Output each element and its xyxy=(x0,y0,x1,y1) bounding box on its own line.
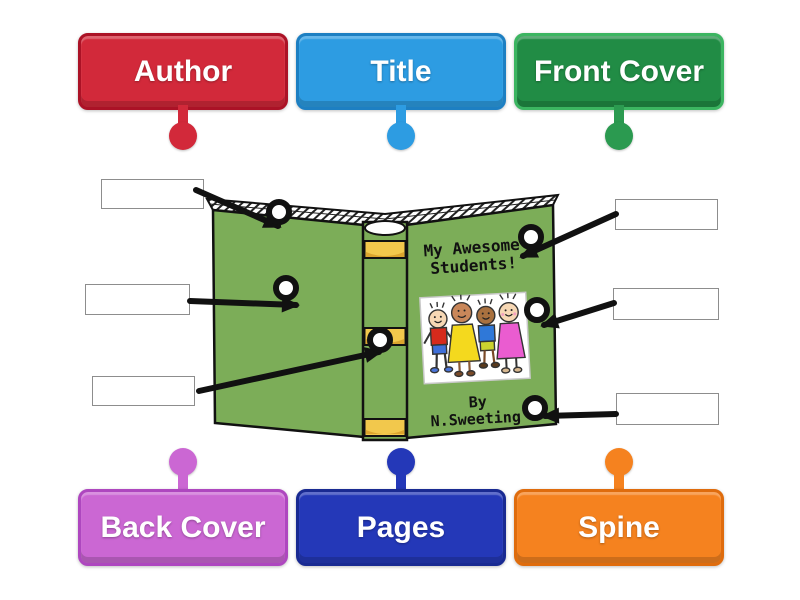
label-front-cover-stem xyxy=(614,105,624,123)
drop-zone-left-middle[interactable] xyxy=(85,284,190,315)
label-pages-stem xyxy=(396,473,406,491)
label-author-button[interactable]: Author xyxy=(78,33,288,110)
label-back-cover-knob xyxy=(169,448,197,476)
spine-top-cap xyxy=(364,220,406,236)
book-illustration: My Awesome Students! xyxy=(205,193,560,442)
drop-zone-right-middle[interactable] xyxy=(613,288,719,320)
book-byline-line1: By xyxy=(468,393,487,412)
arrow-right-bottom xyxy=(541,407,619,424)
target-marker-left-top xyxy=(266,199,292,225)
target-markers xyxy=(266,199,550,421)
spine-bands xyxy=(363,240,407,437)
book-title-line1: My Awesome xyxy=(423,235,520,261)
label-spine-button[interactable]: Spine xyxy=(514,489,724,566)
label-pages-knob xyxy=(387,448,415,476)
label-author-text: Author xyxy=(133,54,233,88)
arrow-left-middle xyxy=(187,296,300,313)
drop-zone-left-bottom[interactable] xyxy=(92,376,195,406)
target-marker-left-bottom xyxy=(367,327,393,353)
arrow-right-middle xyxy=(540,300,617,329)
target-marker-right-bottom xyxy=(522,395,548,421)
label-author-stem xyxy=(178,105,188,123)
label-front-cover-button[interactable]: Front Cover xyxy=(514,33,724,110)
drop-zone-left-top[interactable] xyxy=(101,179,204,209)
drop-zone-right-top[interactable] xyxy=(615,199,718,230)
label-author-knob xyxy=(169,122,197,150)
label-title-stem xyxy=(396,105,406,123)
label-front-cover-knob xyxy=(605,122,633,150)
label-front-cover-text: Front Cover xyxy=(533,54,704,88)
target-marker-left-middle xyxy=(273,275,299,301)
target-marker-right-top xyxy=(518,224,544,250)
spine-shape xyxy=(361,220,409,442)
arrow-left-top xyxy=(193,187,282,229)
label-spine-knob xyxy=(605,448,633,476)
kids-illustration xyxy=(419,291,531,385)
book-byline-line2: N.Sweeting xyxy=(430,408,521,431)
book-title-line2: Students! xyxy=(430,253,518,278)
label-back-cover-stem xyxy=(178,473,188,491)
front-cover-shape xyxy=(404,203,558,440)
target-marker-right-middle xyxy=(524,297,550,323)
label-title-button[interactable]: Title xyxy=(296,33,506,110)
label-back-cover-button[interactable]: Back Cover xyxy=(78,489,288,566)
drop-zone-right-bottom[interactable] xyxy=(616,393,719,425)
label-title-text: Title xyxy=(370,54,432,88)
label-spine-text: Spine xyxy=(578,510,660,544)
arrow-right-top xyxy=(519,211,619,259)
back-cover-shape xyxy=(211,208,366,439)
label-back-cover-text: Back Cover xyxy=(100,510,266,544)
label-title-knob xyxy=(387,122,415,150)
label-pages-text: Pages xyxy=(356,510,446,544)
arrow-left-bottom xyxy=(196,347,383,394)
pointer-arrows xyxy=(187,187,619,424)
label-pages-button[interactable]: Pages xyxy=(296,489,506,566)
label-spine-stem xyxy=(614,473,624,491)
pages-edge xyxy=(205,193,560,229)
